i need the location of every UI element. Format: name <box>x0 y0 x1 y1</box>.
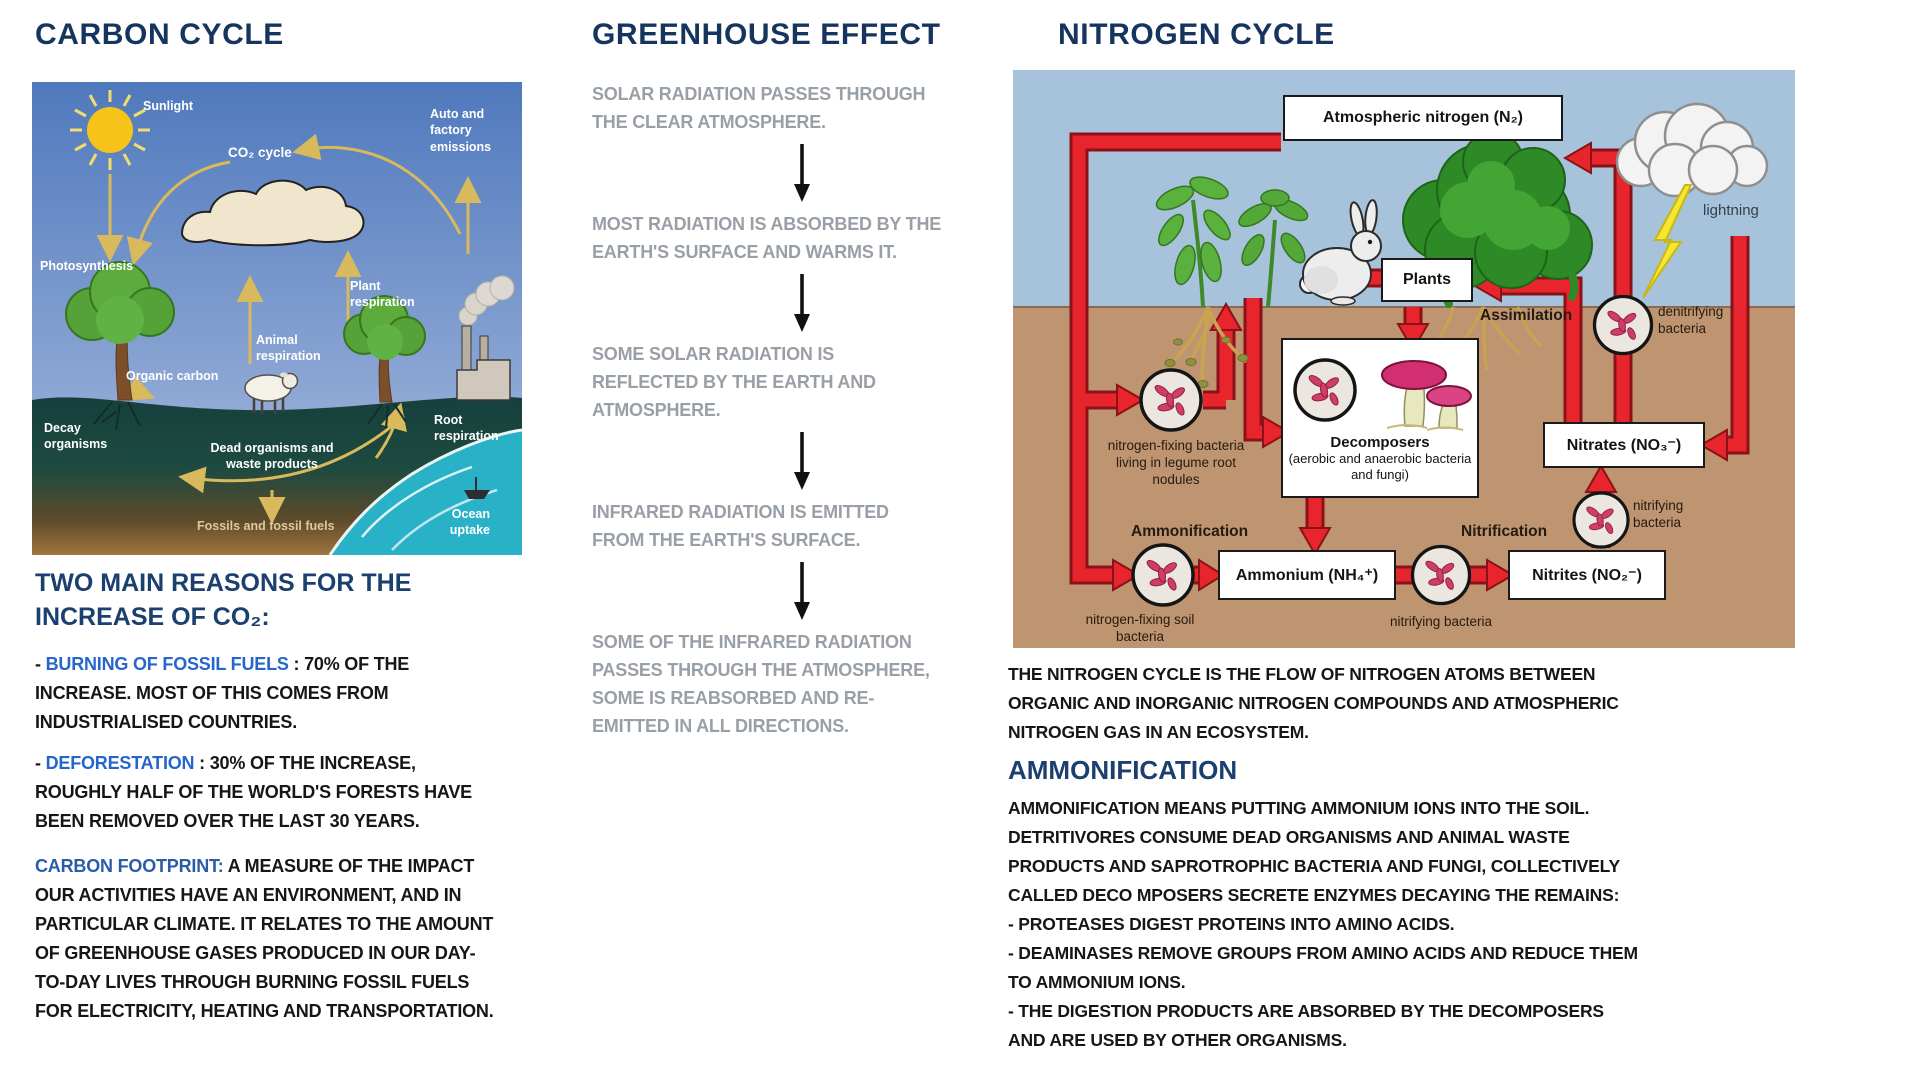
plant-roots <box>1431 306 1543 371</box>
bullet-fossil-fuels: - BURNING OF FOSSIL FUELS : 70% OF THE I… <box>35 650 490 737</box>
bullet-text: : 70% OF THE INCREASE. MOST OF THIS COME… <box>35 654 410 732</box>
bullet-deforestation: - DEFORESTATION : 30% OF THE INCREASE, R… <box>35 749 490 836</box>
greenhouse-title: GREENHOUSE EFFECT <box>592 18 941 51</box>
greenhouse-step-3: SOME SOLAR RADIATION IS REFLECTED BY THE… <box>592 344 876 420</box>
tree-icon <box>343 295 426 403</box>
label-auto-factory-emissions: Auto and factory emissions <box>430 107 492 154</box>
label-decay-organisms: Decay organisms <box>44 421 108 452</box>
ammonification-intro: AMMONIFICATION MEANS PUTTING AMMONIUM IO… <box>1008 798 1620 905</box>
nitrogen-title: NITROGEN CYCLE <box>1058 18 1335 51</box>
label-root-respiration: Root respiration <box>434 413 499 444</box>
sun-icon <box>70 90 150 170</box>
nitrifying-bacteria-icon <box>1572 491 1630 549</box>
bullet-term: DEFORESTATION <box>45 753 195 773</box>
carbon-cycle-title: CARBON CYCLE <box>35 18 284 51</box>
cloud-icon <box>180 179 365 247</box>
greenhouse-step-2: MOST RADIATION IS ABSORBED BY THE EARTH'… <box>592 214 942 262</box>
label-co2-cycle: CO₂ cycle <box>228 145 292 160</box>
denitrifying-bacteria-icon <box>1592 294 1654 356</box>
label-fossils: Fossils and fossil fuels <box>197 519 335 533</box>
ammonification-bullet-2: - DEAMINASES REMOVE GROUPS FROM AMINO AC… <box>1008 943 1638 992</box>
carbon-cycle-diagram: Sunlight CO₂ cycle Auto and factory emis… <box>32 82 522 555</box>
label-ammonification: Ammonification <box>1131 523 1249 540</box>
bullet-dash: - <box>35 753 46 773</box>
legume-roots <box>1166 306 1248 388</box>
nitrogen-intro: THE NITROGEN CYCLE IS THE FLOW OF NITROG… <box>1008 664 1619 742</box>
nodule-bacteria-icon <box>1139 368 1203 432</box>
ammonium-box: Ammonium (NH₄⁺) <box>1218 550 1396 600</box>
label-lightning: lightning <box>1703 202 1759 219</box>
label-animal-respiration: Animal respiration <box>256 333 321 364</box>
carbon-diagram-art <box>32 82 522 555</box>
nitrites-box: Nitrites (NO₂⁻) <box>1508 550 1666 600</box>
storm-cloud-icon <box>1615 102 1769 198</box>
plants-box: Plants <box>1381 258 1473 302</box>
bullet-term: BURNING OF FOSSIL FUELS <box>45 654 289 674</box>
label-photosynthesis: Photosynthesis <box>40 259 134 273</box>
decomposers-art <box>1293 358 1472 431</box>
label-assimilation: Assimilation <box>1480 307 1573 324</box>
carbon-footprint-para: CARBON FOOTPRINT: A MEASURE OF THE IMPAC… <box>35 852 497 1026</box>
boat-icon <box>464 477 490 499</box>
ammonification-bullet-1: - PROTEASES DIGEST PROTEINS INTO AMINO A… <box>1008 914 1455 934</box>
label-sunlight: Sunlight <box>143 99 193 113</box>
down-arrow-icon <box>792 142 812 204</box>
sheep-icon <box>244 372 299 414</box>
bush-icon <box>1402 131 1593 308</box>
down-arrow-icon <box>792 560 812 622</box>
label-nitrifying-bacteria-right: nitrifying bacteria <box>1633 498 1684 530</box>
plant-icon <box>1155 176 1309 308</box>
label-nitrifying-bacteria-bottom: nitrifying bacteria <box>1389 614 1493 629</box>
carbon-bullets: - BURNING OF FOSSIL FUELS : 70% OF THE I… <box>35 650 490 836</box>
rabbit-icon <box>1299 199 1382 306</box>
atmospheric-nitrogen-box: Atmospheric nitrogen (N₂) <box>1283 95 1563 141</box>
label-nodule-bacteria: nitrogen-fixing bacteria living in legum… <box>1107 438 1245 487</box>
greenhouse-flow: SOLAR RADIATION PASSES THROUGH THE CLEAR… <box>592 80 944 740</box>
decomposers-box: Decomposers (aerobic and anaerobic bacte… <box>1281 338 1479 498</box>
tree-icon <box>65 261 175 401</box>
ocean <box>330 430 522 555</box>
label-dead-organisms: Dead organisms and waste products <box>210 441 334 472</box>
label-denitrifying-bacteria: denitrifying bacteria <box>1658 304 1724 336</box>
carbon-reasons-heading: TWO MAIN REASONS FOR THE INCREASE OF CO₂… <box>35 569 412 631</box>
soil-bacteria-icon <box>1131 543 1195 607</box>
nitrogen-cycle-diagram: Atmospheric nitrogen (N₂) Plants Decompo… <box>1013 70 1795 648</box>
label-nitrification: Nitrification <box>1461 523 1548 540</box>
footprint-text: A MEASURE OF THE IMPACT OUR ACTIVITIES H… <box>35 856 494 1021</box>
down-arrow-icon <box>792 272 812 334</box>
ammonification-heading: AMMONIFICATION <box>1008 755 1238 785</box>
factory-icon <box>456 275 515 401</box>
ammonification-bullet-3: - THE DIGESTION PRODUCTS ARE ABSORBED BY… <box>1008 1001 1604 1050</box>
legume-nodules <box>1164 336 1249 388</box>
tree-roots <box>93 401 407 431</box>
label-plant-respiration: Plant respiration <box>350 279 415 310</box>
decomposers-sub: (aerobic and anaerobic bacteria and fung… <box>1288 451 1472 482</box>
down-arrow-icon <box>792 430 812 492</box>
ammonification-para: AMMONIFICATION MEANS PUTTING AMMONIUM IO… <box>1008 794 1638 1055</box>
footprint-term: CARBON FOOTPRINT: <box>35 856 224 876</box>
bullet-text: : 30% OF THE INCREASE, ROUGHLY HALF OF T… <box>35 753 472 831</box>
bullet-dash: - <box>35 654 46 674</box>
greenhouse-step-5: SOME OF THE INFRARED RADIATION PASSES TH… <box>592 632 930 736</box>
label-ocean-uptake: Ocean uptake <box>449 507 490 538</box>
lightning-bolt-icon <box>1642 184 1693 299</box>
greenhouse-step-1: SOLAR RADIATION PASSES THROUGH THE CLEAR… <box>592 84 926 132</box>
nitrifying-bacteria-icon <box>1410 544 1472 606</box>
nitrates-box: Nitrates (NO₃⁻) <box>1543 422 1705 468</box>
decomposers-title: Decomposers <box>1330 434 1430 451</box>
nitrogen-diagram-art <box>1013 70 1795 648</box>
label-soil-bacteria: nitrogen-fixing soil bacteria <box>1085 612 1195 644</box>
label-organic-carbon: Organic carbon <box>126 369 219 383</box>
greenhouse-step-4: INFRARED RADIATION IS EMITTED FROM THE E… <box>592 502 889 550</box>
